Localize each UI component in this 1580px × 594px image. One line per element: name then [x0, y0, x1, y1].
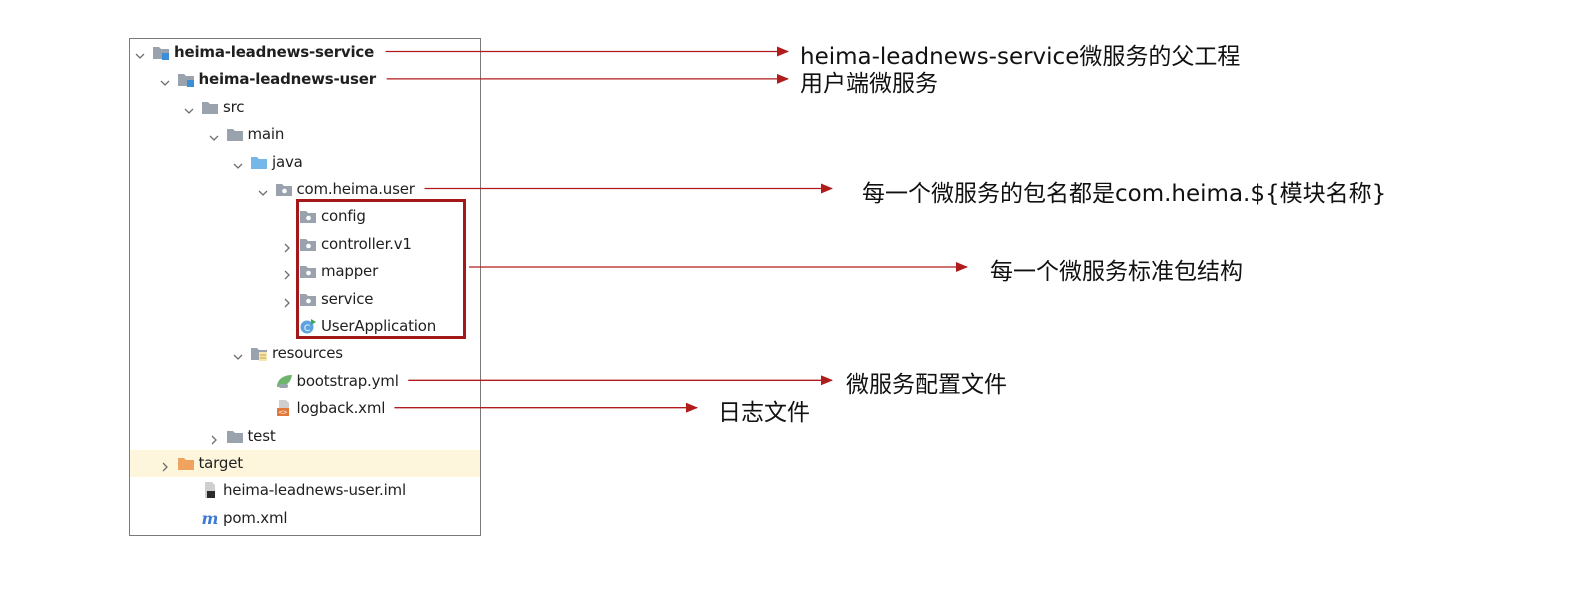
standard-package-highlight-box: [296, 199, 466, 339]
package-icon: [275, 181, 293, 197]
chevron-right-icon[interactable]: [282, 293, 292, 308]
tree-label: service: [321, 289, 374, 308]
note-box: 每一个微服务标准包结构: [990, 259, 1243, 285]
tree-label: UserApplication: [321, 317, 437, 335]
chevron-right-icon[interactable]: [209, 430, 219, 445]
iml-file-icon: [201, 482, 219, 499]
tree-row-test[interactable]: test: [130, 423, 480, 450]
yaml-leaf-icon: [275, 373, 293, 389]
tree-label: java: [272, 152, 303, 171]
tree-label: controller.v1: [321, 234, 412, 253]
tree-label: bootstrap.yml: [296, 371, 399, 390]
module-folder-icon: [152, 44, 170, 60]
svg-text:m: m: [202, 510, 219, 526]
folder-icon: [201, 99, 219, 115]
tree-label: mapper: [321, 262, 379, 281]
tree-row-java[interactable]: java: [130, 149, 480, 176]
tree-label: config: [321, 207, 366, 226]
chevron-right-icon[interactable]: [282, 265, 292, 280]
note-logback: 日志文件: [718, 399, 810, 426]
tree-label: test: [247, 426, 276, 445]
tree-label: logback.xml: [296, 399, 386, 418]
tree-label: com.heima.user: [296, 180, 415, 198]
tree-row-resources[interactable]: resources: [130, 340, 480, 367]
folder-icon: [226, 428, 244, 444]
chevron-down-icon[interactable]: [233, 156, 243, 169]
tree-label: heima-leadnews-user: [198, 70, 377, 89]
tree-row-main[interactable]: main: [130, 121, 480, 148]
tree-row-user[interactable]: heima-leadnews-user: [130, 66, 480, 93]
tree-row-src[interactable]: src: [130, 94, 480, 121]
chevron-down-icon[interactable]: [258, 183, 268, 196]
chevron-right-icon[interactable]: [282, 238, 292, 253]
note-bootstrap: 微服务配置文件: [846, 372, 1007, 399]
chevron-down-icon[interactable]: [160, 73, 170, 87]
tree-row-service[interactable]: heima-leadnews-service: [130, 39, 480, 66]
project-tree-panel: heima-leadnews-service heima-leadnews-use…: [129, 38, 481, 536]
tree-row-controller[interactable]: controller.v1: [130, 231, 480, 258]
chevron-right-icon[interactable]: [160, 457, 170, 472]
note-user: 用户端微服务: [800, 70, 938, 97]
folder-icon: [226, 126, 244, 142]
tree-row-logback[interactable]: <> logback.xml: [130, 395, 480, 422]
package-icon: [299, 236, 317, 252]
tree-row-app[interactable]: C UserApplication: [130, 313, 480, 340]
tree-label: src: [223, 97, 245, 116]
source-folder-icon: [250, 154, 268, 170]
chevron-down-icon[interactable]: [233, 347, 243, 361]
xml-file-icon: <>: [275, 400, 293, 417]
tree-row-target[interactable]: target: [130, 450, 480, 477]
module-folder-icon: [177, 71, 195, 88]
tree-row-config[interactable]: config: [130, 203, 480, 230]
tree-row-bootstrap[interactable]: bootstrap.yml: [130, 368, 480, 395]
package-icon: [299, 208, 317, 224]
svg-text:<>: <>: [278, 409, 286, 417]
chevron-down-icon[interactable]: [184, 101, 194, 114]
tree-row-servicepkg[interactable]: service: [130, 286, 480, 313]
tree-row-pkg[interactable]: com.heima.user: [130, 176, 480, 203]
tree-label: target: [198, 454, 244, 472]
excluded-folder-icon: [177, 455, 195, 471]
tree-label: pom.xml: [223, 508, 288, 527]
tree-label: resources: [272, 344, 343, 363]
chevron-down-icon[interactable]: [135, 46, 145, 59]
svg-text:C: C: [304, 324, 310, 334]
tree-label: heima-leadnews-user.iml: [223, 481, 406, 500]
tree-label: main: [247, 125, 285, 144]
package-icon: [299, 263, 317, 279]
spring-class-icon: C: [299, 318, 317, 334]
note-pkg: 每一个微服务的包名都是com.heima.${模块名称}: [862, 180, 1387, 207]
maven-icon: m: [201, 509, 219, 528]
package-icon: [299, 291, 317, 307]
tree-row-mapper[interactable]: mapper: [130, 258, 480, 285]
note-service: heima-leadnews-service微服务的父工程: [800, 43, 1241, 70]
chevron-down-icon[interactable]: [209, 128, 219, 142]
resources-folder-icon: [250, 345, 268, 362]
tree-row-iml[interactable]: heima-leadnews-user.iml: [130, 477, 480, 504]
tree-label: heima-leadnews-service: [174, 43, 375, 61]
